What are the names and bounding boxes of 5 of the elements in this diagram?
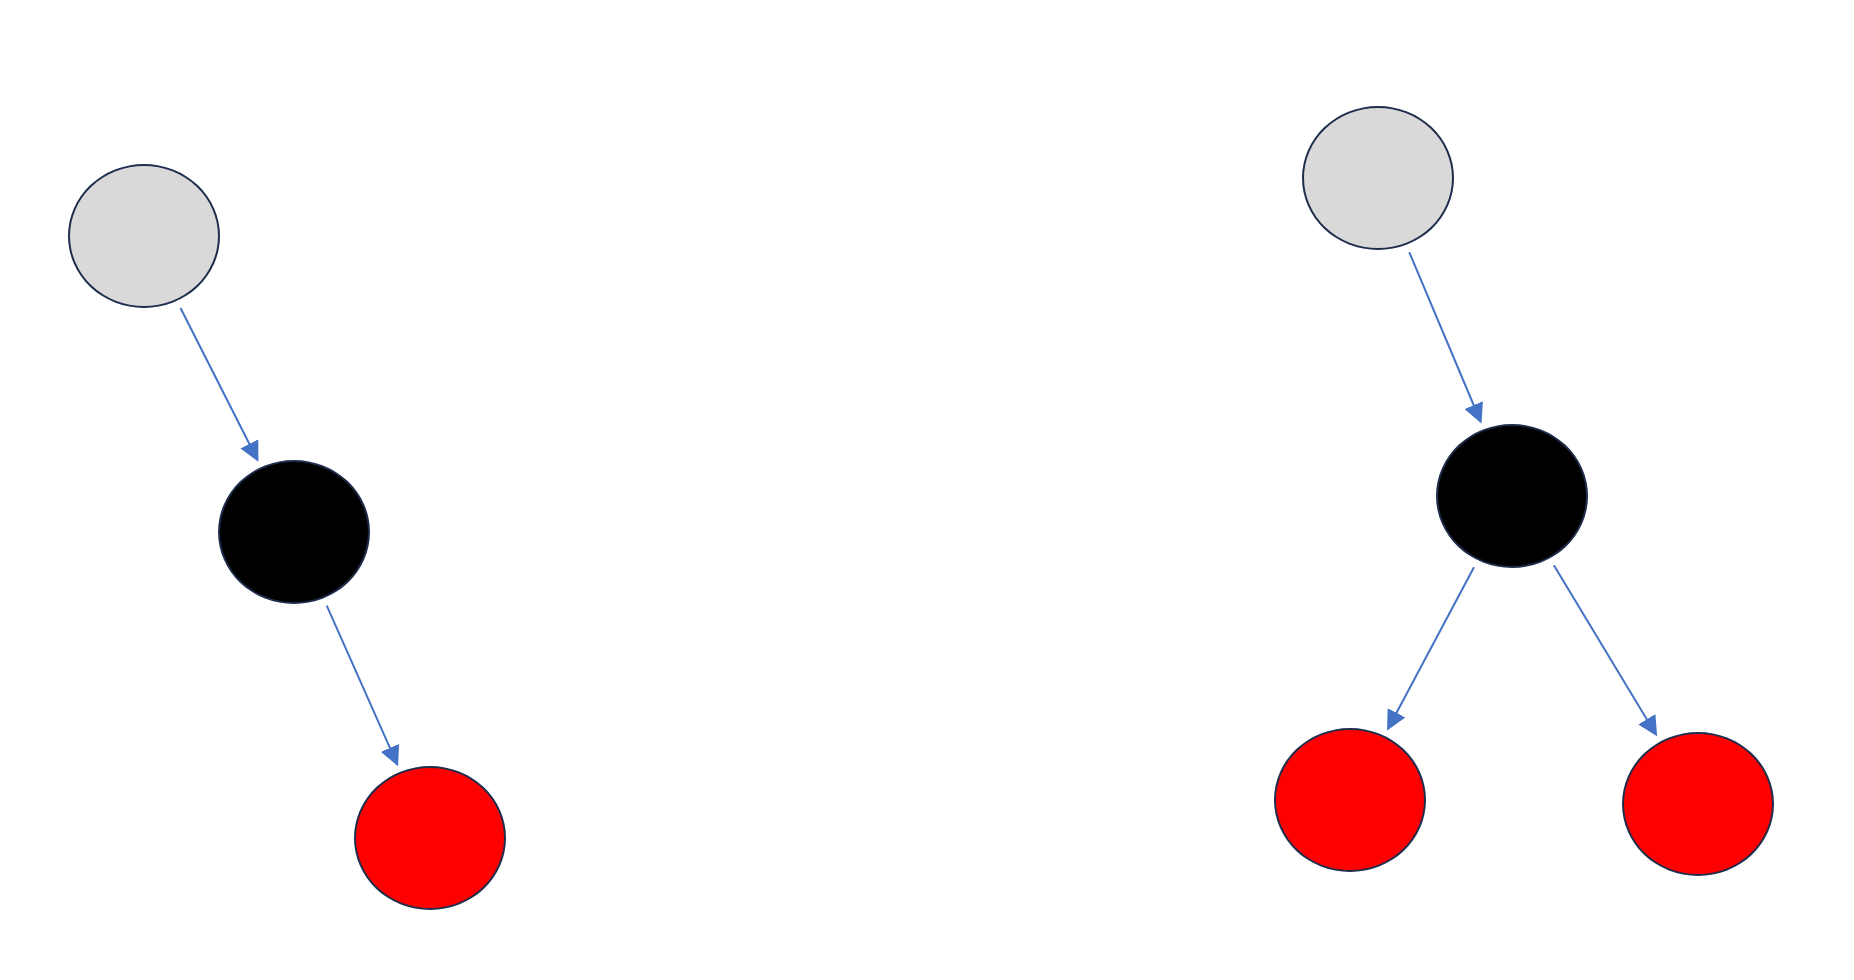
arrow	[325, 604, 400, 767]
arrow	[1552, 564, 1658, 737]
arrow	[1408, 251, 1483, 424]
arrow	[1387, 566, 1475, 731]
arrow	[179, 307, 259, 462]
